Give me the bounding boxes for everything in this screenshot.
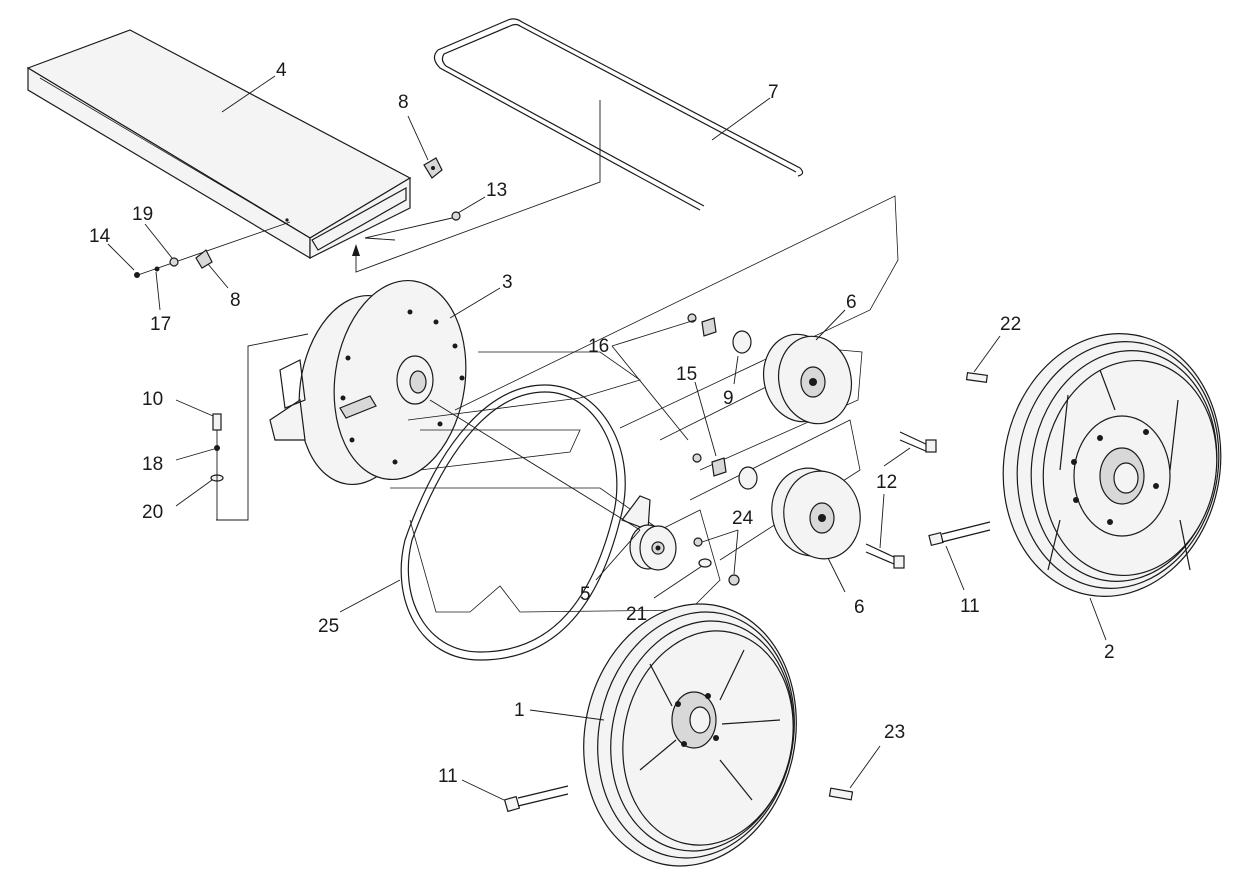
callout-12: 12	[876, 472, 897, 493]
part-23-pin	[828, 787, 854, 801]
callout-6-upper: 6	[846, 292, 857, 313]
callout-20: 20	[142, 502, 163, 523]
callout-16: 16	[588, 336, 609, 357]
part-5-idler	[621, 495, 677, 571]
callout-6-lower: 6	[854, 597, 865, 618]
part-11-bolt-right	[928, 521, 991, 547]
callout-8-upper: 8	[398, 92, 409, 113]
part-6-pulley-lower	[771, 467, 861, 560]
part-12-bolts	[865, 431, 937, 569]
part-13-nut	[364, 211, 461, 241]
part-11-bolt-lower	[503, 785, 569, 813]
callout-3: 3	[502, 272, 513, 293]
part-7-rod	[433, 18, 804, 211]
callout-14: 14	[89, 226, 111, 247]
callout-4: 4	[276, 60, 287, 81]
parts-10-18-20	[210, 413, 224, 520]
callout-22: 22	[1000, 314, 1021, 335]
callout-11-lower: 11	[438, 766, 458, 787]
callout-9: 9	[723, 388, 734, 409]
callout-15: 15	[676, 364, 697, 385]
callout-10: 10	[142, 389, 163, 410]
leader-lines	[107, 75, 1107, 801]
part-2-wheel-right	[1002, 333, 1222, 597]
part-22-pin	[965, 371, 988, 384]
callout-18: 18	[142, 454, 163, 475]
part-3-motor-housing	[269, 279, 467, 486]
callout-11-right: 11	[960, 596, 980, 617]
callout-19: 19	[132, 204, 153, 225]
callout-23: 23	[884, 722, 905, 743]
callout-2: 2	[1104, 642, 1115, 663]
fasteners-left	[134, 221, 291, 278]
part-4-cover	[26, 29, 412, 260]
callout-13: 13	[486, 180, 507, 201]
callout-24: 24	[732, 508, 754, 529]
part-25-belt	[400, 384, 626, 661]
part-1-wheel-front	[583, 603, 797, 867]
callout-7: 7	[768, 82, 779, 103]
callout-8-lower: 8	[230, 290, 241, 311]
callout-5: 5	[580, 584, 591, 605]
part-6-pulley-upper	[763, 333, 852, 425]
part-9-spacer-upper	[732, 330, 752, 354]
callout-17: 17	[150, 314, 171, 335]
callout-25: 25	[318, 616, 339, 637]
callout-1: 1	[514, 700, 525, 721]
part-8-clip-upper	[423, 157, 443, 179]
callout-21: 21	[626, 604, 647, 625]
callout-labels: 4 8 7 13 19 14 8 17 3 6 16 22 15 9 10 18…	[89, 60, 1115, 787]
